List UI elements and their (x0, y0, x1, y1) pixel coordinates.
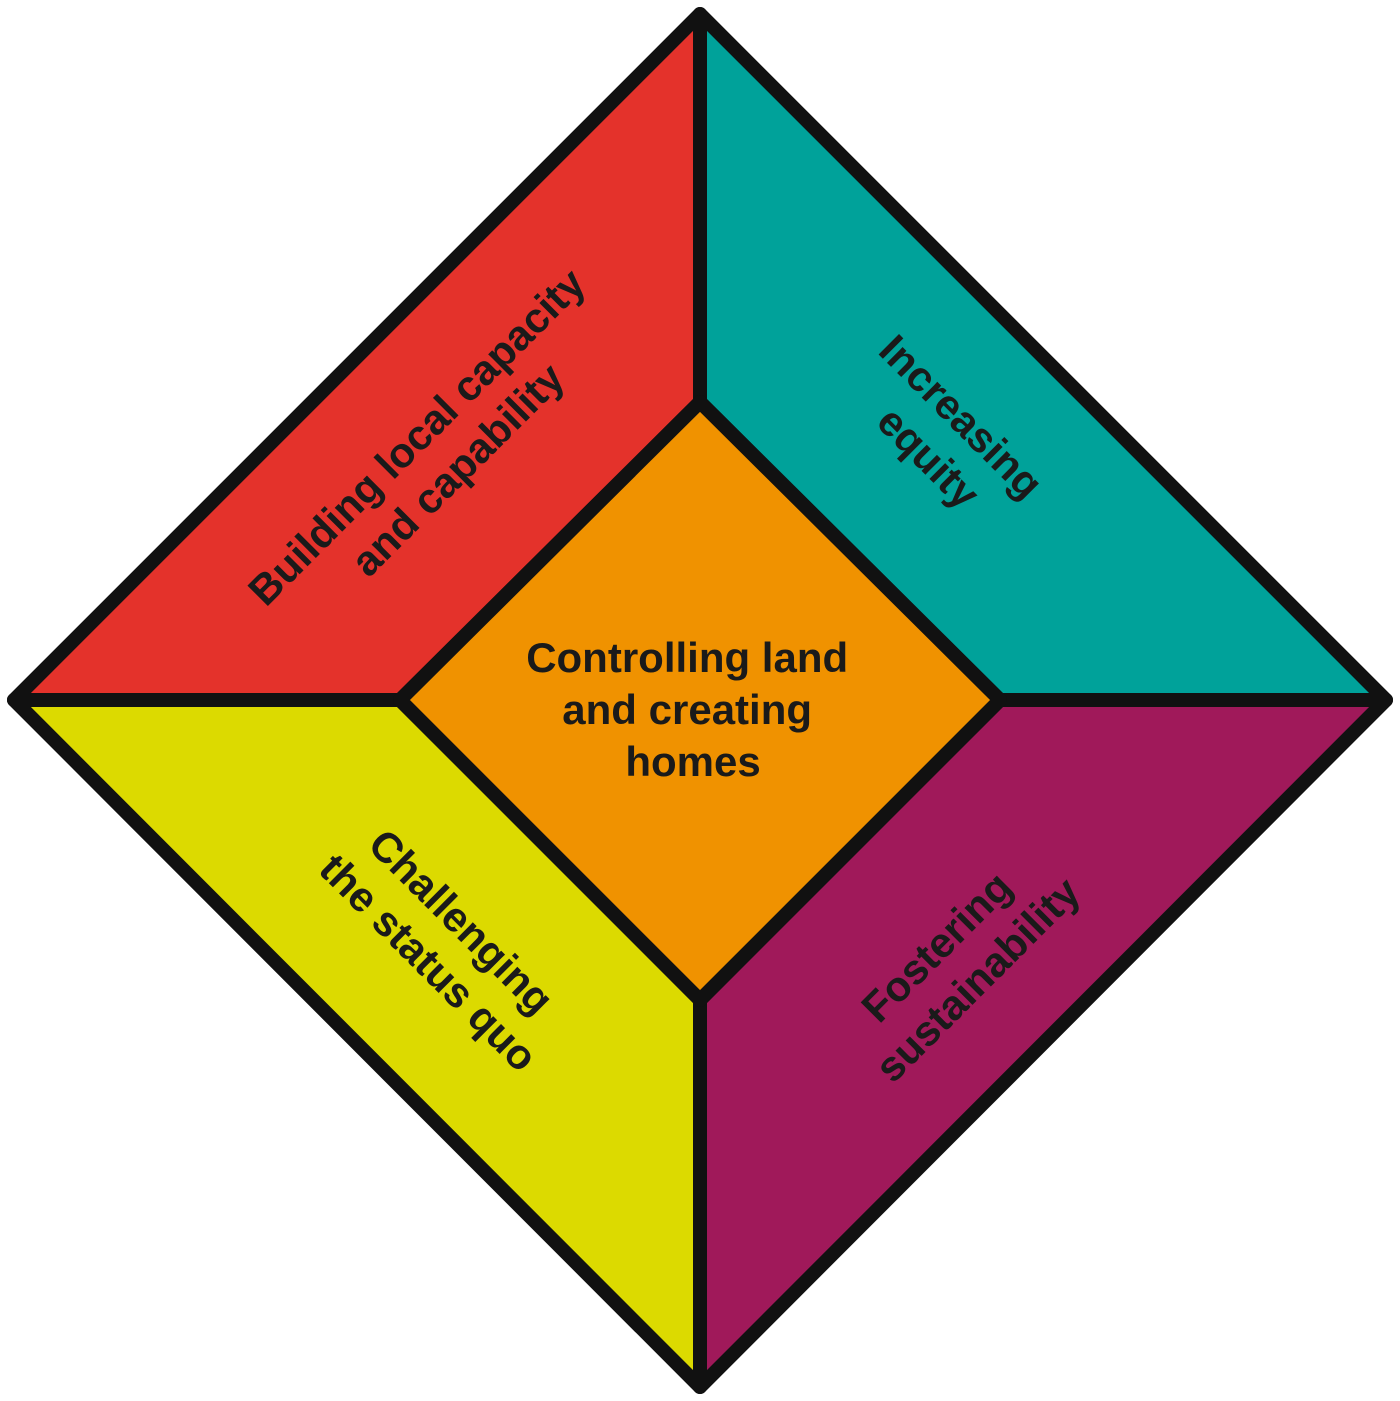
segment-center (393, 395, 1007, 1007)
label-center-line-3: homes (625, 738, 760, 785)
label-center-line-1: Controlling land (526, 634, 848, 681)
label-center: Controlling land and creating homes (526, 634, 860, 785)
label-center-line-2: and creating (562, 686, 812, 733)
